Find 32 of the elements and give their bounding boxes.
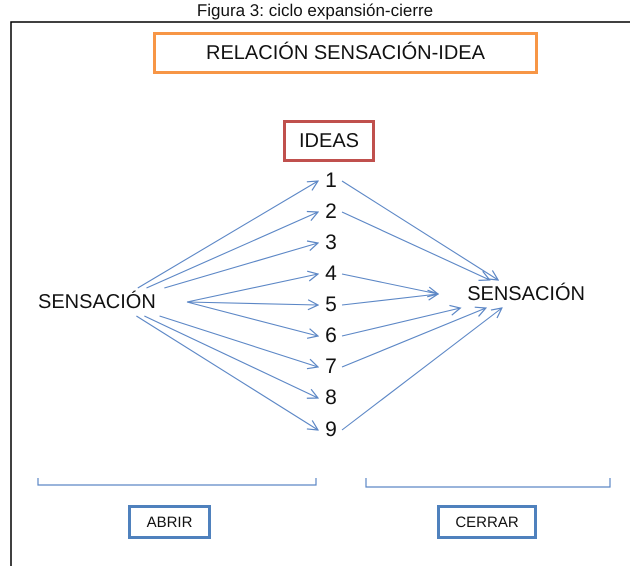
arrow [186, 270, 319, 303]
label-box: ABRIR [128, 505, 211, 539]
arrow [342, 306, 486, 368]
arrow [164, 240, 319, 289]
title-box: RELACIÓN SENSACIÓN-IDEA [153, 32, 538, 74]
arrow [342, 304, 461, 337]
idea-number: 2 [320, 199, 342, 225]
arrow [342, 212, 490, 281]
arrow [136, 316, 319, 431]
title-box: IDEAS [283, 120, 375, 162]
idea-number: 8 [320, 385, 342, 411]
idea-number: 1 [320, 168, 342, 194]
idea-number: 5 [320, 292, 342, 318]
arrow [342, 180, 499, 281]
arrow [138, 180, 319, 288]
arrow [342, 290, 439, 306]
arrow [186, 299, 319, 310]
idea-number: 3 [320, 230, 342, 256]
idea-number: 4 [320, 261, 342, 287]
arrow [146, 210, 319, 288]
arrow [159, 315, 319, 370]
label-box: CERRAR [437, 505, 537, 539]
idea-number: 6 [320, 323, 342, 349]
idea-number: 9 [320, 417, 342, 443]
arrow [186, 301, 319, 339]
idea-number: 7 [320, 354, 342, 380]
node-label: SENSACIÓN [440, 280, 605, 308]
arrow [342, 273, 439, 298]
node-label: SENSACIÓN [38, 288, 187, 316]
figure-title: Figura 3: ciclo expansión-cierre [196, 1, 434, 21]
arrow [144, 316, 319, 399]
arrow [342, 307, 503, 430]
